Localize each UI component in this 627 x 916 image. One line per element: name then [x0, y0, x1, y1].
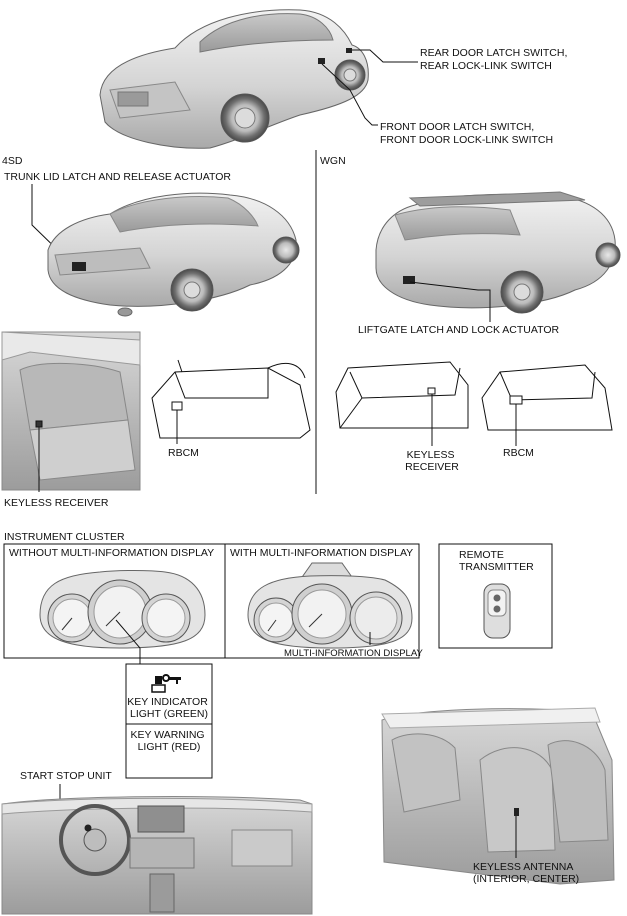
cabin-interior-illustration — [381, 707, 615, 885]
cluster-without-mid — [39, 570, 206, 649]
wagon-cargo-illustration-left — [335, 361, 469, 429]
front-door-leader — [321, 63, 378, 126]
key-indicator-label: KEY INDICATOR LIGHT (GREEN) — [127, 696, 210, 720]
remote-transmitter-label: REMOTE TRANSMITTER — [459, 549, 534, 573]
rbcm-right-label: RBCM — [503, 447, 534, 459]
rear-door-leader — [352, 49, 418, 63]
wagon-cargo-illustration-right — [481, 364, 613, 431]
cluster-with-mid — [247, 562, 413, 649]
rear-door-switch-marker — [346, 48, 352, 53]
front-door-switch-marker — [318, 58, 325, 64]
with-mid-label: WITH MULTI-INFORMATION DISPLAY — [230, 547, 413, 559]
keyless-antenna-label: KEYLESS ANTENNA (INTERIOR, CENTER) — [473, 861, 579, 885]
sedan-tag: 4SD — [2, 155, 23, 167]
key-indicator-leader — [115, 619, 141, 664]
keyless-receiver-left-label: KEYLESS RECEIVER — [4, 497, 109, 509]
liftgate-actuator-label: LIFTGATE LATCH AND LOCK ACTUATOR — [358, 324, 560, 336]
sedan-trunk-open-illustration — [151, 359, 311, 439]
key-warning-label: KEY WARNING LIGHT (RED) — [130, 729, 207, 753]
front-door-label: FRONT DOOR LATCH SWITCH, FRONT DOOR LOCK… — [380, 121, 553, 146]
remote-transmitter-icon — [483, 583, 511, 639]
key-indicator-box — [125, 663, 213, 779]
wagon-tag: WGN — [320, 155, 346, 167]
mid-label: MULTI-INFORMATION DISPLAY — [284, 648, 423, 659]
rbcm-left-label: RBCM — [168, 447, 199, 459]
instrument-cluster-label: INSTRUMENT CLUSTER — [4, 531, 125, 543]
without-mid-label: WITHOUT MULTI-INFORMATION DISPLAY — [9, 547, 214, 559]
rear-door-label: REAR DOOR LATCH SWITCH, REAR LOCK-LINK S… — [420, 47, 570, 72]
trunk-actuator-label: TRUNK LID LATCH AND RELEASE ACTUATOR — [4, 171, 231, 183]
keyless-receiver-right-label: KEYLESS RECEIVER — [405, 449, 459, 473]
start-stop-label: START STOP UNIT — [20, 770, 112, 782]
front-car-illustration — [99, 9, 369, 149]
sedan-rear-illustration — [47, 192, 300, 317]
key-icon — [151, 674, 181, 693]
sedan-rear-seat-illustration — [1, 331, 141, 491]
liftgate-leader — [409, 281, 491, 322]
dashboard-illustration — [1, 796, 313, 915]
wagon-rear-illustration — [375, 191, 621, 314]
